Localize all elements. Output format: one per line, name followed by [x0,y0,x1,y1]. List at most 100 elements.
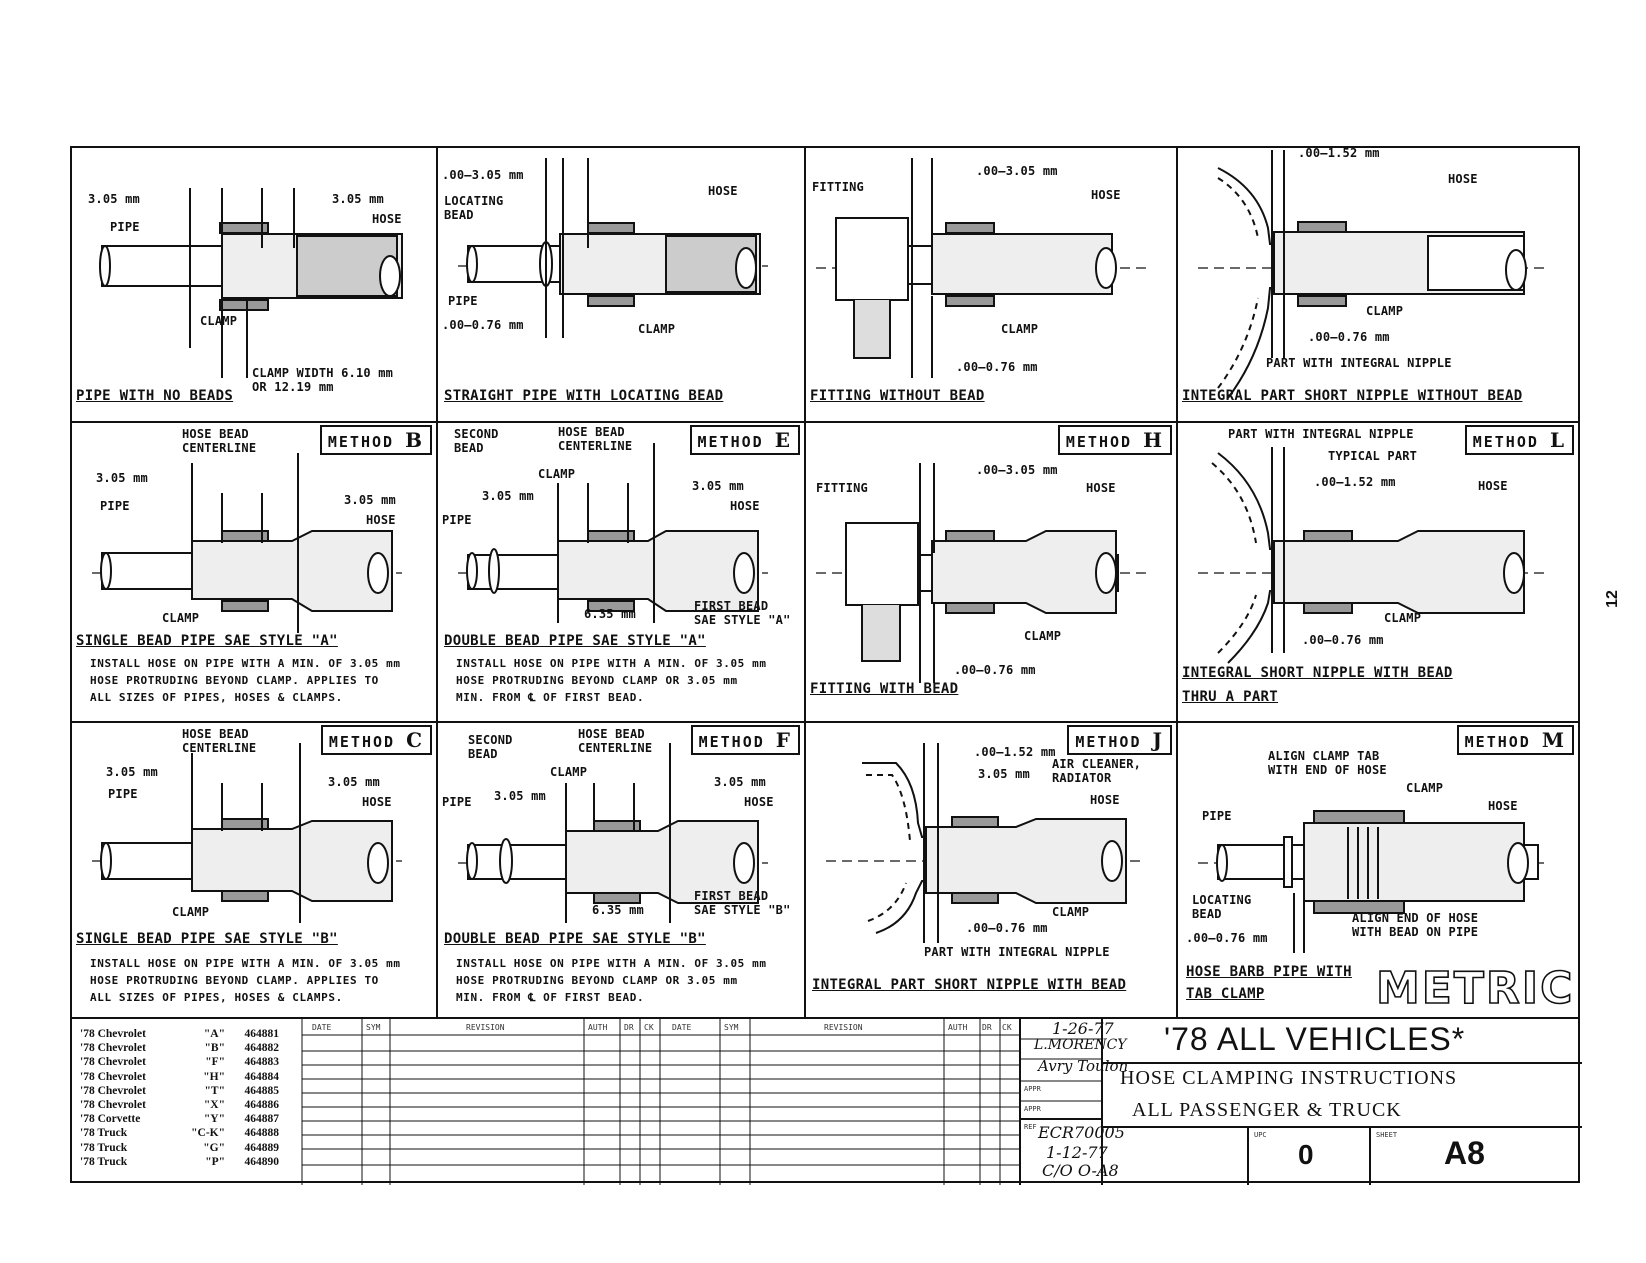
method-badge: METHOD L [1464,425,1574,455]
ref-date: 1-12-77 [1046,1143,1108,1162]
label-pipe: PIPE [100,499,130,513]
label-second-bead: SECOND BEAD [454,427,499,455]
integral-part-without-bead-drawing [1198,150,1548,399]
label-0-1.52: .00–1.52 mm [1298,146,1380,160]
panel-caption: FITTING WITHOUT BEAD [810,388,985,404]
label-3.05: 3.05 mm [978,767,1030,781]
double-bead-a-drawing [458,443,768,623]
panel-caption: DOUBLE BEAD PIPE SAE STYLE "A" [444,633,706,649]
label-3.05-left: 3.05 mm [96,471,148,485]
label-0-0.76: .00–0.76 mm [956,360,1038,374]
label-clamp: CLAMP [1406,781,1444,795]
label-hose-bead-centerline: HOSE BEAD CENTERLINE [558,425,633,453]
panel-method-c: METHOD C HOSE BEAD CENTERLINE 3.05 mm 3.… [70,721,438,1019]
label-first-bead: FIRST BEAD SAE STYLE "B" [694,889,791,917]
ref-ecr: ECR70005 [1038,1123,1125,1142]
install-note: INSTALL HOSE ON PIPE WITH A MIN. OF 3.05… [90,657,401,704]
fitting-with-bead-drawing [816,463,1146,683]
ref-co: C/O O-A8 [1042,1161,1119,1180]
label-hose-bead-centerline: HOSE BEAD CENTERLINE [182,427,257,455]
install-note: INSTALL HOSE ON PIPE WITH A MIN. OF 3.05… [456,957,767,1004]
panel-caption: INTEGRAL SHORT NIPPLE WITH BEAD THRU A P… [1182,665,1453,705]
upc-label: UPC [1254,1131,1267,1139]
label-clamp: CLAMP [162,611,200,625]
install-note: INSTALL HOSE ON PIPE WITH A MIN. OF 3.05… [90,957,401,1004]
label-hose: HOSE [708,184,738,198]
model-row: '78 Chevrolet"F"464883 [80,1056,279,1069]
label-clamp-width: CLAMP WIDTH 6.10 mm OR 12.19 mm [252,366,394,394]
label-locating-bead: LOCATING BEAD [1192,893,1252,921]
label-3.05-right: 3.05 mm [328,775,380,789]
label-0-3.05: .00–3.05 mm [976,164,1058,178]
panel-caption: SINGLE BEAD PIPE SAE STYLE "B" [76,931,338,947]
label-hose: HOSE [744,795,774,809]
label-pipe: PIPE [108,787,138,801]
label-0-0.76: .00–0.76 mm [442,318,524,332]
panel-caption: SINGLE BEAD PIPE SAE STYLE "A" [76,633,338,649]
title-passenger-truck: ALL PASSENGER & TRUCK [1132,1099,1402,1121]
integral-part-with-bead-drawing [826,743,1146,943]
label-0-0.76: .00–0.76 mm [1186,931,1268,945]
label-hose: HOSE [1488,799,1518,813]
label-3.05-left: 3.05 mm [88,192,140,206]
label-pipe: PIPE [448,294,478,308]
label-pipe: PIPE [1202,809,1232,823]
label-clamp: CLAMP [1384,611,1422,625]
appr-label-1: APPR [1024,1085,1041,1093]
rev-header-ck: CK [644,1023,654,1032]
label-clamp: CLAMP [1366,304,1404,318]
approval-date: 1-26-77 [1052,1019,1114,1038]
sheet-label: SHEET [1376,1131,1398,1139]
rev-header-date-2: DATE [672,1023,692,1032]
model-row: '78 Chevrolet"H"464884 [80,1070,279,1083]
model-row: '78 Chevrolet"T"464885 [80,1084,279,1097]
label-0-3.05: .00–3.05 mm [976,463,1058,477]
label-0-0.76: .00–0.76 mm [1302,633,1384,647]
rev-header-dr: DR [624,1023,634,1032]
label-clamp: CLAMP [200,314,238,328]
title-hose-clamping: HOSE CLAMPING INSTRUCTIONS [1120,1067,1458,1089]
single-bead-b-drawing [92,743,402,923]
panel-straight-pipe-locating-bead: .00–3.05 mm LOCATING BEAD HOSE PIPE .00–… [436,146,806,423]
pipe-no-beads-drawing [99,188,403,378]
label-0-3.05: .00–3.05 mm [442,168,524,182]
method-badge: METHOD C [320,725,432,755]
label-0-1.52: .00–1.52 mm [1314,475,1396,489]
label-clamp: CLAMP [1052,905,1090,919]
label-hose: HOSE [1086,481,1116,495]
panel-method-j: METHOD J .00–1.52 mm 3.05 mm AIR CLEANER… [804,721,1178,1019]
install-note: INSTALL HOSE ON PIPE WITH A MIN. OF 3.05… [456,657,767,704]
rev-header-revision: REVISION [466,1023,505,1032]
ref-label: REF [1024,1123,1037,1131]
label-part-integral-nipple: PART WITH INTEGRAL NIPPLE [1266,356,1452,370]
label-second-bead: SECOND BEAD [468,733,513,761]
model-row: '78 Chevrolet"X"464886 [80,1099,279,1112]
method-badge: METHOD J [1067,725,1172,755]
panel-caption: DOUBLE BEAD PIPE SAE STYLE "B" [444,931,706,947]
panel-caption: HOSE BARB PIPE WITH TAB CLAMP [1186,964,1352,1002]
method-badge: METHOD M [1456,725,1574,755]
label-hose: HOSE [730,499,760,513]
label-clamp: CLAMP [538,467,576,481]
label-0-1.52: .00–1.52 mm [974,745,1056,759]
panel-method-m: METHOD M ALIGN CLAMP TAB WITH END OF HOS… [1176,721,1580,1019]
panel-caption: FITTING WITH BEAD [810,681,959,697]
panel-method-b: METHOD B HOSE BEAD CENTERLINE 3.05 mm 3.… [70,421,438,723]
rev-header-date: DATE [312,1023,332,1032]
panel-caption: STRAIGHT PIPE WITH LOCATING BEAD [444,388,724,404]
label-fitting: FITTING [812,180,864,194]
fitting-without-bead-drawing [816,158,1146,378]
label-hose-bead-centerline: HOSE BEAD CENTERLINE [578,727,653,755]
panel-method-h: METHOD H FITTING .00–3.05 mm HOSE CLAMP … [804,421,1178,723]
model-row: '78 Truck"C-K"464888 [80,1127,279,1140]
label-0-0.76: .00–0.76 mm [954,663,1036,677]
label-air-cleaner-radiator: AIR CLEANER, RADIATOR [1052,757,1142,785]
label-0-0.76: .00–0.76 mm [1308,330,1390,344]
label-first-bead: FIRST BEAD SAE STYLE "A" [694,599,791,627]
panel-pipe-no-beads: 3.05 mm 3.05 mm PIPE HOSE CLAMP CLAMP WI… [70,146,438,423]
integral-nipple-thru-part-drawing [1198,447,1548,664]
label-part-integral-nipple: PART WITH INTEGRAL NIPPLE [924,945,1110,959]
straight-pipe-drawing [458,158,768,338]
method-badge: METHOD H [1057,425,1172,455]
rev-header-auth-2: AUTH [948,1023,968,1032]
